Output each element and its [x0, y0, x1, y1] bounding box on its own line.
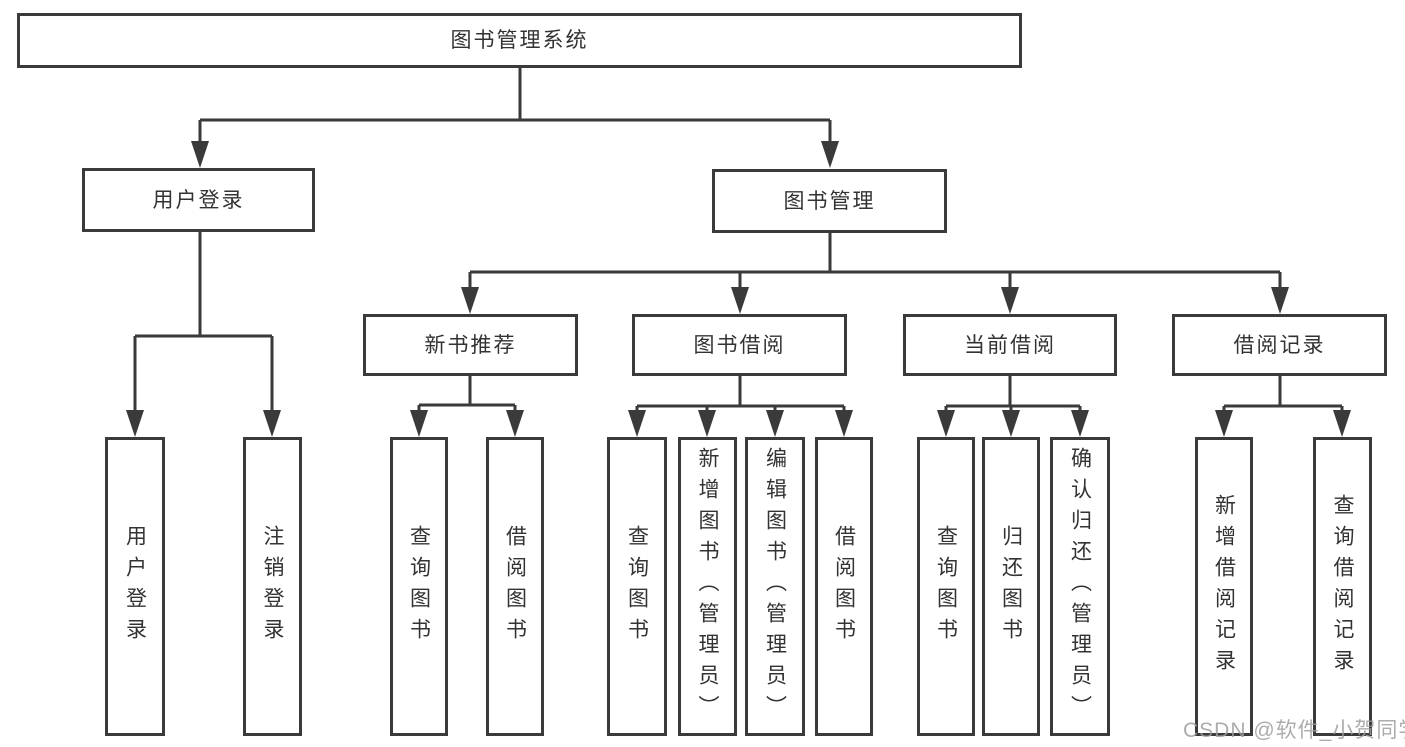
watermark: CSDN @软件_小贺同学 — [1183, 719, 1405, 742]
leaf-confirm-return-admin: 确认归还（管理员） — [1050, 437, 1110, 736]
leaf-borrow-books-recommend: 借阅图书 — [486, 437, 544, 736]
leaf-return-books: 归还图书 — [982, 437, 1040, 736]
leaf-edit-book-admin: 编辑图书（管理员） — [745, 437, 805, 736]
leaf-search-borrow-record: 查询借阅记录 — [1313, 437, 1372, 736]
node-current-borrowing: 当前借阅 — [903, 314, 1117, 376]
leaf-search-books-current: 查询图书 — [917, 437, 975, 736]
node-user-login: 用户登录 — [82, 168, 315, 232]
leaf-add-borrow-record: 新增借阅记录 — [1195, 437, 1253, 736]
leaf-borrow-books: 借阅图书 — [815, 437, 873, 736]
node-book-borrowing: 图书借阅 — [632, 314, 847, 376]
node-new-book-recommend: 新书推荐 — [363, 314, 578, 376]
leaf-logout: 注销登录 — [243, 437, 302, 736]
leaf-search-books-borrow: 查询图书 — [607, 437, 667, 736]
leaf-user-login: 用户登录 — [105, 437, 165, 736]
leaf-search-books-recommend: 查询图书 — [390, 437, 448, 736]
leaf-add-book-admin: 新增图书（管理员） — [678, 437, 737, 736]
node-borrowing-records: 借阅记录 — [1172, 314, 1387, 376]
node-book-management: 图书管理 — [712, 169, 947, 233]
node-root: 图书管理系统 — [17, 13, 1022, 68]
